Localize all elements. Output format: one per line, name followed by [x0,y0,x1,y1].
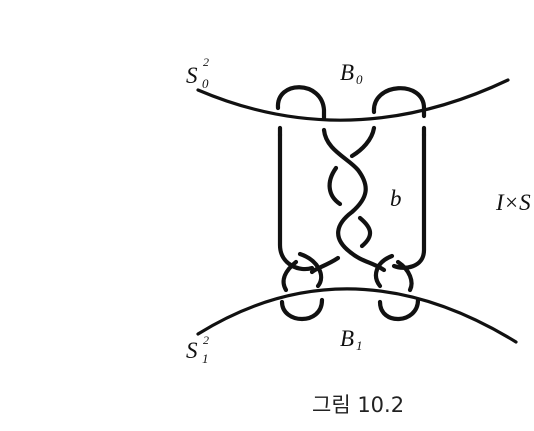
braid-strand-b-top [349,125,377,159]
upper-left-cap [275,85,327,121]
lower-left-cap [279,297,325,322]
lower-left-crossing-2 [297,251,324,289]
lower-right-cap [377,297,421,322]
figure-caption: 그림 10.2 [312,393,404,417]
label-b1-sub: 1 [356,338,363,353]
braid-strand-b-mid2 [357,215,373,249]
lower-right-crossing [373,253,395,289]
label-s0-sup: 2 [203,55,209,69]
label-b0: B [340,60,354,85]
braid-strand-a [321,127,387,273]
label-braid: b [390,186,402,211]
label-s1: S [186,338,198,363]
lower-left-crossing [281,259,299,293]
label-product: I×S [495,190,531,215]
left-outer-strand [277,132,315,272]
lower-sphere-arc [196,287,518,344]
braid-strand-b-bottom [309,255,341,275]
right-outer-strand [391,132,427,270]
label-s1-sup: 2 [203,333,209,347]
label-s1-sub: 1 [202,351,209,366]
braid-strand-b-mid [327,165,343,207]
label-s0: S [186,63,198,88]
label-b0-sub: 0 [356,72,363,87]
upper-sphere-arc [196,78,510,122]
label-b1: B [340,326,354,351]
lower-right-crossing-2 [395,259,414,293]
upper-right-cap [371,86,427,119]
label-s0-sub: 0 [202,76,209,91]
